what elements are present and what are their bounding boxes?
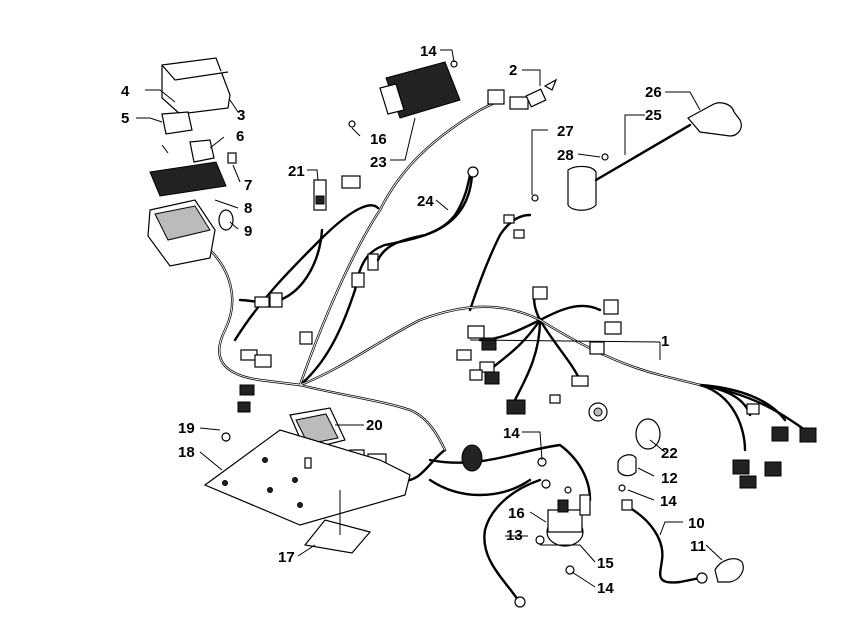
callout-17: 17 bbox=[278, 549, 295, 566]
terminal-boot bbox=[714, 558, 744, 583]
callout-7: 7 bbox=[244, 177, 252, 194]
leader-lines bbox=[136, 49, 723, 588]
fuse bbox=[227, 152, 237, 164]
fuse-box-cover bbox=[161, 57, 239, 115]
callout-28: 28 bbox=[557, 147, 574, 164]
harness-connectors bbox=[237, 89, 817, 489]
callout-1: 1 bbox=[661, 333, 669, 350]
ground-cable bbox=[621, 499, 708, 584]
mounting-plate bbox=[203, 429, 411, 526]
callout-27: 27 bbox=[557, 123, 574, 140]
starter-solenoid bbox=[535, 494, 591, 575]
callout-9: 9 bbox=[244, 223, 252, 240]
callout-18: 18 bbox=[178, 444, 195, 461]
callout-23: 23 bbox=[370, 154, 387, 171]
terminal-connector bbox=[525, 78, 558, 108]
callout-19: 19 bbox=[178, 420, 195, 437]
callout-24: 24 bbox=[417, 193, 434, 210]
callout-3: 3 bbox=[237, 107, 245, 124]
callout-5: 5 bbox=[121, 110, 129, 127]
callout-14-top: 14 bbox=[420, 43, 437, 60]
callout-13: 13 bbox=[506, 527, 523, 544]
callout-4: 4 bbox=[121, 83, 130, 100]
wire-clamp bbox=[635, 418, 661, 450]
sensor bbox=[313, 179, 327, 211]
callout-14-mid: 14 bbox=[503, 425, 520, 442]
callout-labels: 1 2 3 4 5 6 7 8 9 10 11 12 13 14 14 14 1… bbox=[121, 43, 706, 597]
fuse-block bbox=[147, 199, 234, 267]
callout-16-top: 16 bbox=[370, 131, 387, 148]
main-wiring-harness bbox=[208, 98, 807, 502]
ignition-coil bbox=[531, 102, 742, 211]
nuts bbox=[537, 457, 572, 494]
callout-8: 8 bbox=[244, 200, 252, 217]
callout-2: 2 bbox=[509, 62, 517, 79]
fuse-panel bbox=[149, 161, 227, 197]
callout-25: 25 bbox=[645, 107, 662, 124]
callout-6: 6 bbox=[236, 128, 244, 145]
relay-small bbox=[161, 111, 193, 154]
relay bbox=[189, 139, 215, 163]
callout-10: 10 bbox=[688, 515, 705, 532]
callout-12: 12 bbox=[661, 470, 678, 487]
callout-16-bottom: 16 bbox=[508, 505, 525, 522]
callout-21: 21 bbox=[288, 163, 305, 180]
voltage-regulator bbox=[348, 60, 461, 128]
ground-wire bbox=[376, 166, 479, 262]
callout-20: 20 bbox=[366, 417, 383, 434]
terminal-boot-small bbox=[617, 454, 637, 492]
battery-cable bbox=[483, 478, 551, 608]
callout-11: 11 bbox=[690, 538, 706, 555]
adhesive-pad bbox=[303, 490, 372, 554]
callout-15: 15 bbox=[597, 555, 614, 572]
callout-14-right: 14 bbox=[660, 493, 677, 510]
callout-26: 26 bbox=[645, 84, 662, 101]
callout-22: 22 bbox=[661, 445, 678, 462]
callout-14-bottom: 14 bbox=[597, 580, 614, 597]
